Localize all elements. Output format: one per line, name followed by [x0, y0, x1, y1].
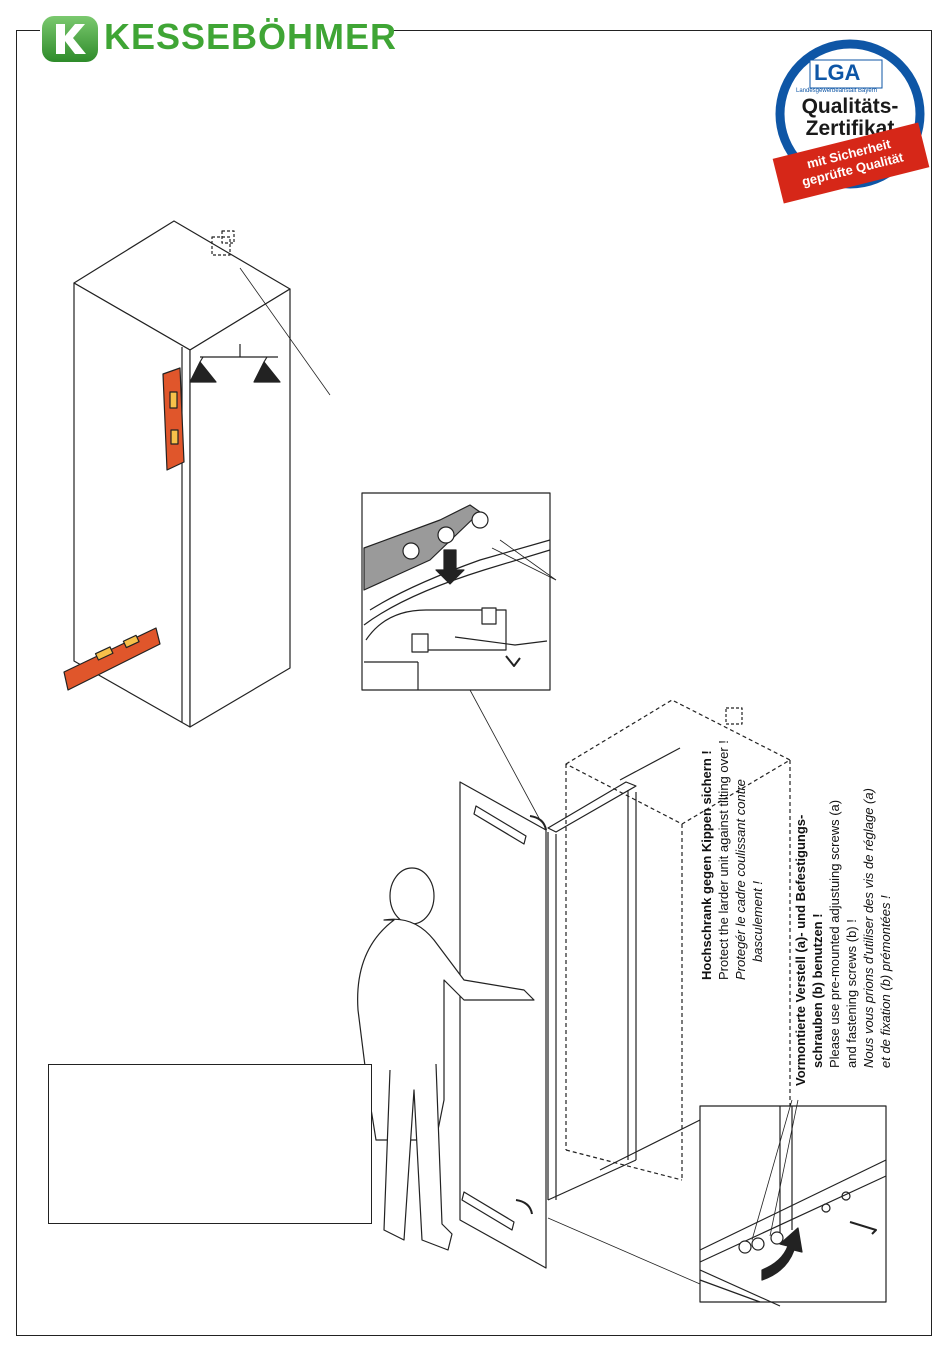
instruction-screws: Vormontierte Verstell (a)- und Befestigu… [792, 788, 894, 1086]
tilt-heading: Hochschrank gegen Kippen sichern ! [699, 750, 714, 980]
quality-seal: LGA Landesgewerbeanstalt Bayern Qualität… [770, 38, 930, 204]
tilt-english: Protect the larder unit against tilting … [716, 740, 731, 980]
spirit-level-vertical [162, 367, 185, 471]
screws-french-2: et de fixation (b) prémontées ! [878, 895, 893, 1068]
detail-screws [699, 1099, 887, 1307]
seal-title-line-1: Qualitäts- [801, 95, 899, 118]
seal-brand: LGA [814, 60, 861, 85]
cabinet-drawing [73, 220, 331, 728]
seal-subtitle: Landesgewerbeanstalt Bayern [796, 88, 878, 94]
installer-person-drawing [357, 867, 535, 1251]
screws-english-2: and fastening screws (b) ! [844, 919, 859, 1068]
screws-heading-1: Vormontierte Verstell (a)- und Befestigu… [793, 814, 808, 1086]
tilt-french-2: basculement ! [750, 881, 765, 962]
brand-name: KESSEBÖHMER [104, 16, 398, 57]
screws-heading-2: schrauben (b) benutzen ! [810, 913, 825, 1068]
page-frame [16, 30, 932, 1336]
instruction-tilt: Hochschrank gegen Kippen sichern ! Prote… [698, 740, 766, 980]
spirit-level-horizontal [63, 627, 161, 691]
brand-logo: KESSEBÖHMER [40, 12, 396, 68]
note-box [48, 1064, 372, 1224]
balance-scale-icon [189, 344, 281, 383]
tilt-french-1: Protegér le cadre coulissant contre [733, 779, 748, 980]
logo-k-icon [42, 16, 98, 62]
screws-english-1: Please use pre-mounted adjustuing screws… [827, 799, 842, 1068]
screws-french-1: Nous vous prions d'utiliser des vis de r… [861, 788, 876, 1068]
larder-frame-drawing [459, 699, 791, 1269]
detail-roller-guide [361, 492, 557, 691]
